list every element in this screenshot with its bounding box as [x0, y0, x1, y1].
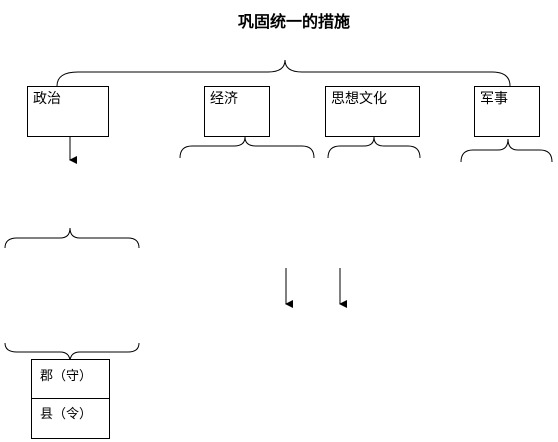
commandery-cell: 郡（守）	[40, 369, 93, 384]
commandery-county-table: 郡（守） 县（令）	[31, 359, 110, 439]
table-divider	[32, 398, 109, 399]
military-box: 军事	[474, 86, 540, 137]
culture-brace	[327, 136, 421, 159]
economy-brace	[179, 136, 315, 159]
top-brace	[56, 59, 511, 87]
culture-box: 思想文化	[325, 86, 420, 137]
left-brace-upper	[4, 227, 140, 249]
county-cell: 县（令）	[40, 407, 93, 422]
military-brace	[460, 138, 553, 163]
economy-box: 经济	[204, 86, 270, 137]
politics-box: 政治	[27, 86, 109, 137]
diagram-title: 巩固统一的措施	[237, 12, 350, 31]
